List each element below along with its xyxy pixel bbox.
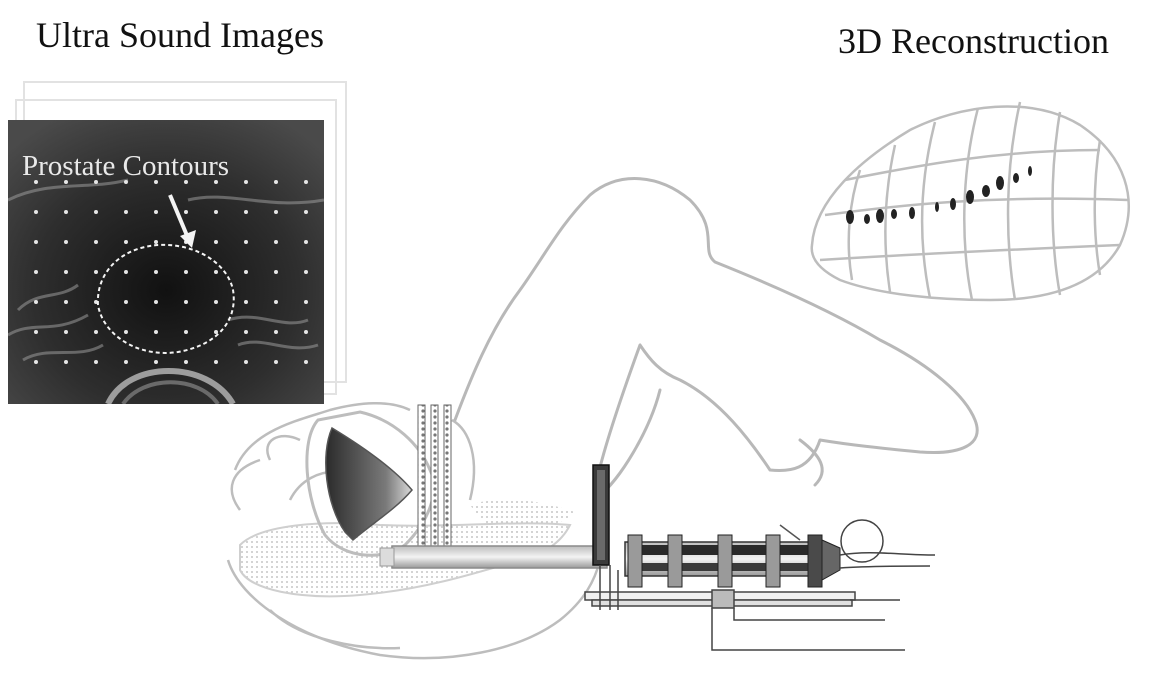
stepper-stabilizer	[625, 520, 935, 587]
needles	[418, 405, 451, 565]
probe-tip	[380, 548, 394, 566]
prostate-contours-label: Prostate Contours	[22, 150, 229, 183]
ultrasound-probe-shaft	[392, 546, 607, 568]
ultrasound-image-panel: Prostate Contours	[8, 120, 324, 404]
patient-leg-outline	[455, 179, 977, 497]
